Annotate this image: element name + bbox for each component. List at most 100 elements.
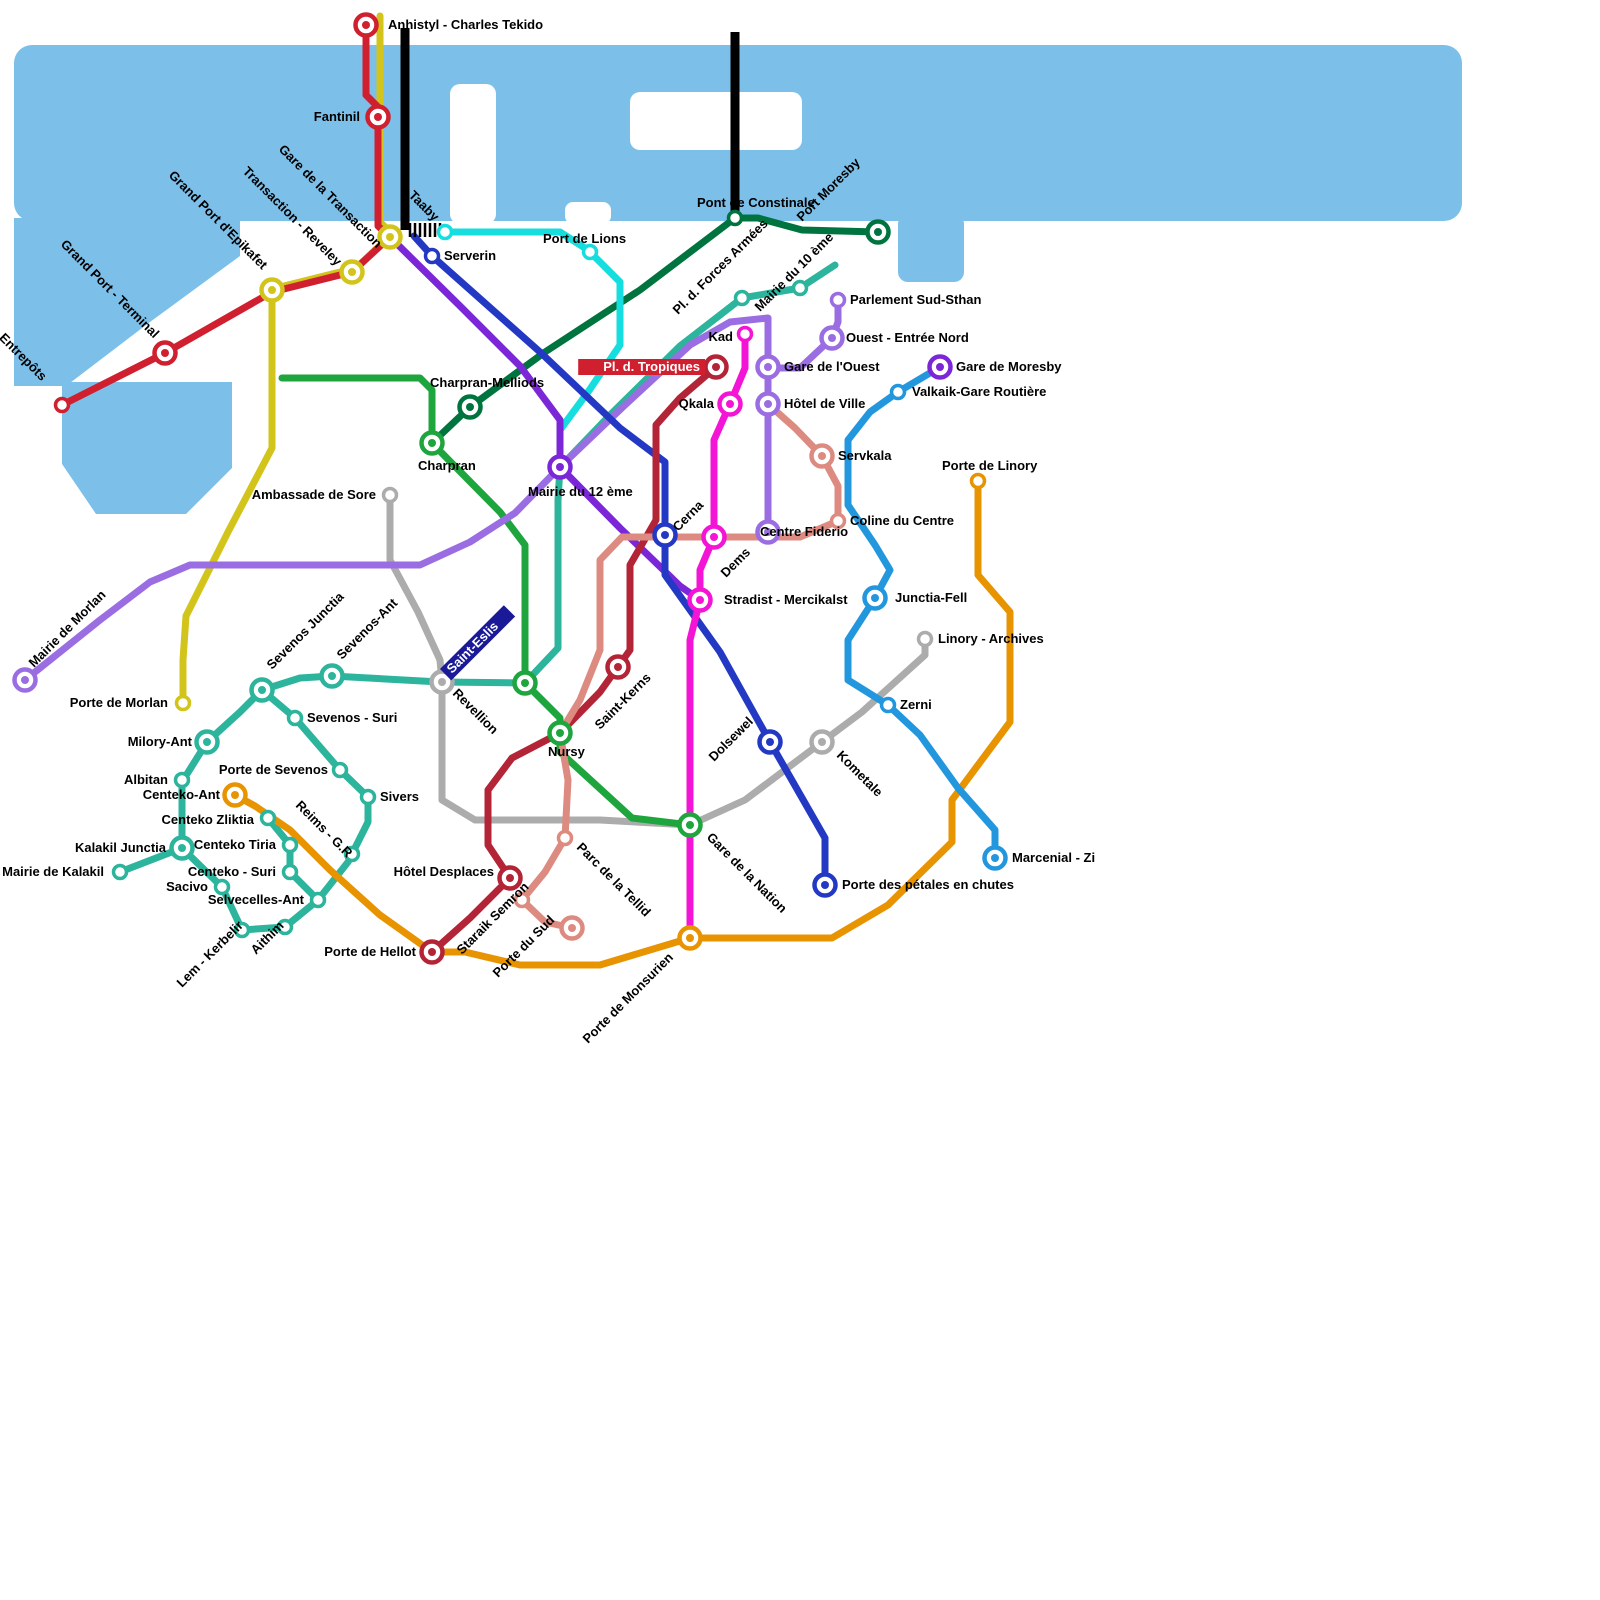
svg-text:Hôtel Desplaces: Hôtel Desplaces — [394, 864, 494, 879]
station-centeko-ant[interactable] — [222, 782, 248, 808]
svg-text:Gare de Moresby: Gare de Moresby — [956, 359, 1062, 374]
station-junctia-fell[interactable] — [862, 585, 888, 611]
label-centeko-zliktia: Centeko Zliktia — [162, 812, 255, 827]
station-port-de-lions[interactable] — [581, 243, 599, 261]
station-servkala[interactable] — [809, 443, 835, 469]
station-pl-d-forces-arm-es[interactable] — [733, 289, 751, 307]
station-sacivo[interactable] — [213, 878, 231, 896]
station-kalakil-junctia[interactable] — [169, 835, 195, 861]
station-transaction-reveley[interactable] — [339, 259, 365, 285]
label-porte-de-sevenos: Porte de Sevenos — [219, 762, 328, 777]
station-zerni[interactable] — [879, 696, 897, 714]
station-selvecelles-ant[interactable] — [309, 891, 327, 909]
label-linory-archives: Linory - Archives — [938, 631, 1044, 646]
station-dems[interactable] — [701, 524, 727, 550]
station-saint-eslis[interactable] — [512, 670, 538, 696]
label-parlement-sud-sthan: Parlement Sud-Sthan — [850, 292, 982, 307]
station-fantinil[interactable] — [365, 104, 391, 130]
station-revellion[interactable] — [429, 669, 455, 695]
station-sevenos-ant[interactable] — [319, 663, 345, 689]
station-sevenos-suri[interactable] — [286, 709, 304, 727]
svg-text:Qkala: Qkala — [679, 396, 715, 411]
station-nursy[interactable] — [547, 720, 573, 746]
station-milory-ant[interactable] — [194, 729, 220, 755]
station-valkaik-gare-routi-re[interactable] — [889, 383, 907, 401]
station-porte-de-sevenos[interactable] — [331, 761, 349, 779]
land-shape-5 — [630, 92, 802, 150]
svg-text:Pl. d. Tropiques: Pl. d. Tropiques — [603, 359, 700, 374]
station-porte-des-p-tales-en-chutes[interactable] — [812, 872, 838, 898]
station-porte-du-sud[interactable] — [559, 915, 585, 941]
label-mairie-de-kalakil: Mairie de Kalakil — [2, 864, 104, 879]
station-port-entrep-ts[interactable] — [53, 396, 71, 414]
station-mairie-du-10-me[interactable] — [791, 279, 809, 297]
station-sivers[interactable] — [359, 788, 377, 806]
station-h-tel-desplaces[interactable] — [497, 865, 523, 891]
label-mairie-du-12-me: Mairie du 12 ème — [528, 484, 633, 499]
station-mairie-du-12-me[interactable] — [547, 454, 573, 480]
station-cerna[interactable] — [652, 522, 678, 548]
svg-text:Kad: Kad — [708, 329, 733, 344]
station-reims-g-r[interactable] — [343, 845, 361, 863]
station-serverin[interactable] — [423, 247, 441, 265]
station-lem-kerbelir[interactable] — [233, 921, 251, 939]
station-charpran-melliods[interactable] — [457, 394, 483, 420]
station-porte-de-morlan[interactable] — [174, 694, 192, 712]
station-marcenial-zi[interactable] — [982, 845, 1008, 871]
station-mairie-de-morlan[interactable] — [12, 667, 38, 693]
station-gare-de-moresby[interactable] — [927, 354, 953, 380]
station-grand-port-terminal[interactable] — [152, 340, 178, 366]
station-centeko-suri[interactable] — [281, 863, 299, 881]
station-ouest-entr-e-nord[interactable] — [819, 325, 845, 351]
station-kometale[interactable] — [809, 729, 835, 755]
label-porte-des-p-tales-en-chutes: Porte des pétales en chutes — [842, 877, 1014, 892]
station-porte-de-monsurien[interactable] — [677, 925, 703, 951]
station-saint-kerns[interactable] — [605, 654, 631, 680]
water-shape-3 — [62, 382, 232, 514]
svg-text:Gare de l'Ouest: Gare de l'Ouest — [784, 359, 880, 374]
station-sevenos-junctia[interactable] — [249, 677, 275, 703]
station-port-moresby[interactable] — [865, 219, 891, 245]
svg-text:Pont de Constinale: Pont de Constinale — [697, 195, 815, 210]
svg-text:Porte des pétales en chutes: Porte des pétales en chutes — [842, 877, 1014, 892]
station-aithim[interactable] — [276, 918, 294, 936]
label-gare-de-moresby: Gare de Moresby — [956, 359, 1062, 374]
station-centeko-tiria[interactable] — [281, 836, 299, 854]
station-qkala[interactable] — [717, 391, 743, 417]
station-albitan[interactable] — [173, 771, 191, 789]
station-gare-de-l-ouest[interactable] — [755, 354, 781, 380]
station-porte-de-hellot[interactable] — [419, 939, 445, 965]
label-pont-de-constinale: Pont de Constinale — [697, 195, 815, 210]
station-coline-du-centre[interactable] — [829, 512, 847, 530]
station-taaby[interactable] — [436, 223, 454, 241]
station-centeko-zliktia[interactable] — [259, 809, 277, 827]
station-anhistyl-charles-tekido[interactable] — [353, 12, 379, 38]
station-charpran[interactable] — [419, 430, 445, 456]
station-parc-de-la-tellid[interactable] — [556, 829, 574, 847]
station-staraik-semron[interactable] — [513, 891, 531, 909]
svg-text:Kalakil Junctia: Kalakil Junctia — [75, 840, 167, 855]
station-pl-d-tropiques[interactable] — [703, 354, 729, 380]
water-shape-1 — [898, 214, 964, 282]
line-blue — [410, 232, 829, 889]
station-h-tel-de-ville[interactable] — [755, 391, 781, 417]
station-ambassade-de-sore[interactable] — [381, 486, 399, 504]
station-mairie-de-kalakil[interactable] — [111, 863, 129, 881]
station-grand-port-d-epikafet[interactable] — [259, 277, 285, 303]
station-porte-de-linory[interactable] — [969, 472, 987, 490]
station-centre-fiderio[interactable] — [755, 519, 781, 545]
label-port-de-lions: Port de Lions — [543, 231, 626, 246]
station-kad[interactable] — [736, 325, 754, 343]
label-serverin: Serverin — [444, 248, 496, 263]
line-gray — [386, 491, 929, 829]
station-pont-de-constinale[interactable] — [726, 209, 744, 227]
station-gare-de-la-nation[interactable] — [677, 812, 703, 838]
station-dolsewel[interactable] — [757, 729, 783, 755]
station-gare-de-la-transaction[interactable] — [377, 224, 403, 250]
station-stradist-mercikalst[interactable] — [687, 587, 713, 613]
station-linory-archives[interactable] — [916, 630, 934, 648]
station-parlement-sud-sthan[interactable] — [829, 291, 847, 309]
svg-text:Ambassade de Sore: Ambassade de Sore — [252, 487, 376, 502]
label-pl-d-tropiques: Pl. d. Tropiques — [578, 359, 705, 375]
